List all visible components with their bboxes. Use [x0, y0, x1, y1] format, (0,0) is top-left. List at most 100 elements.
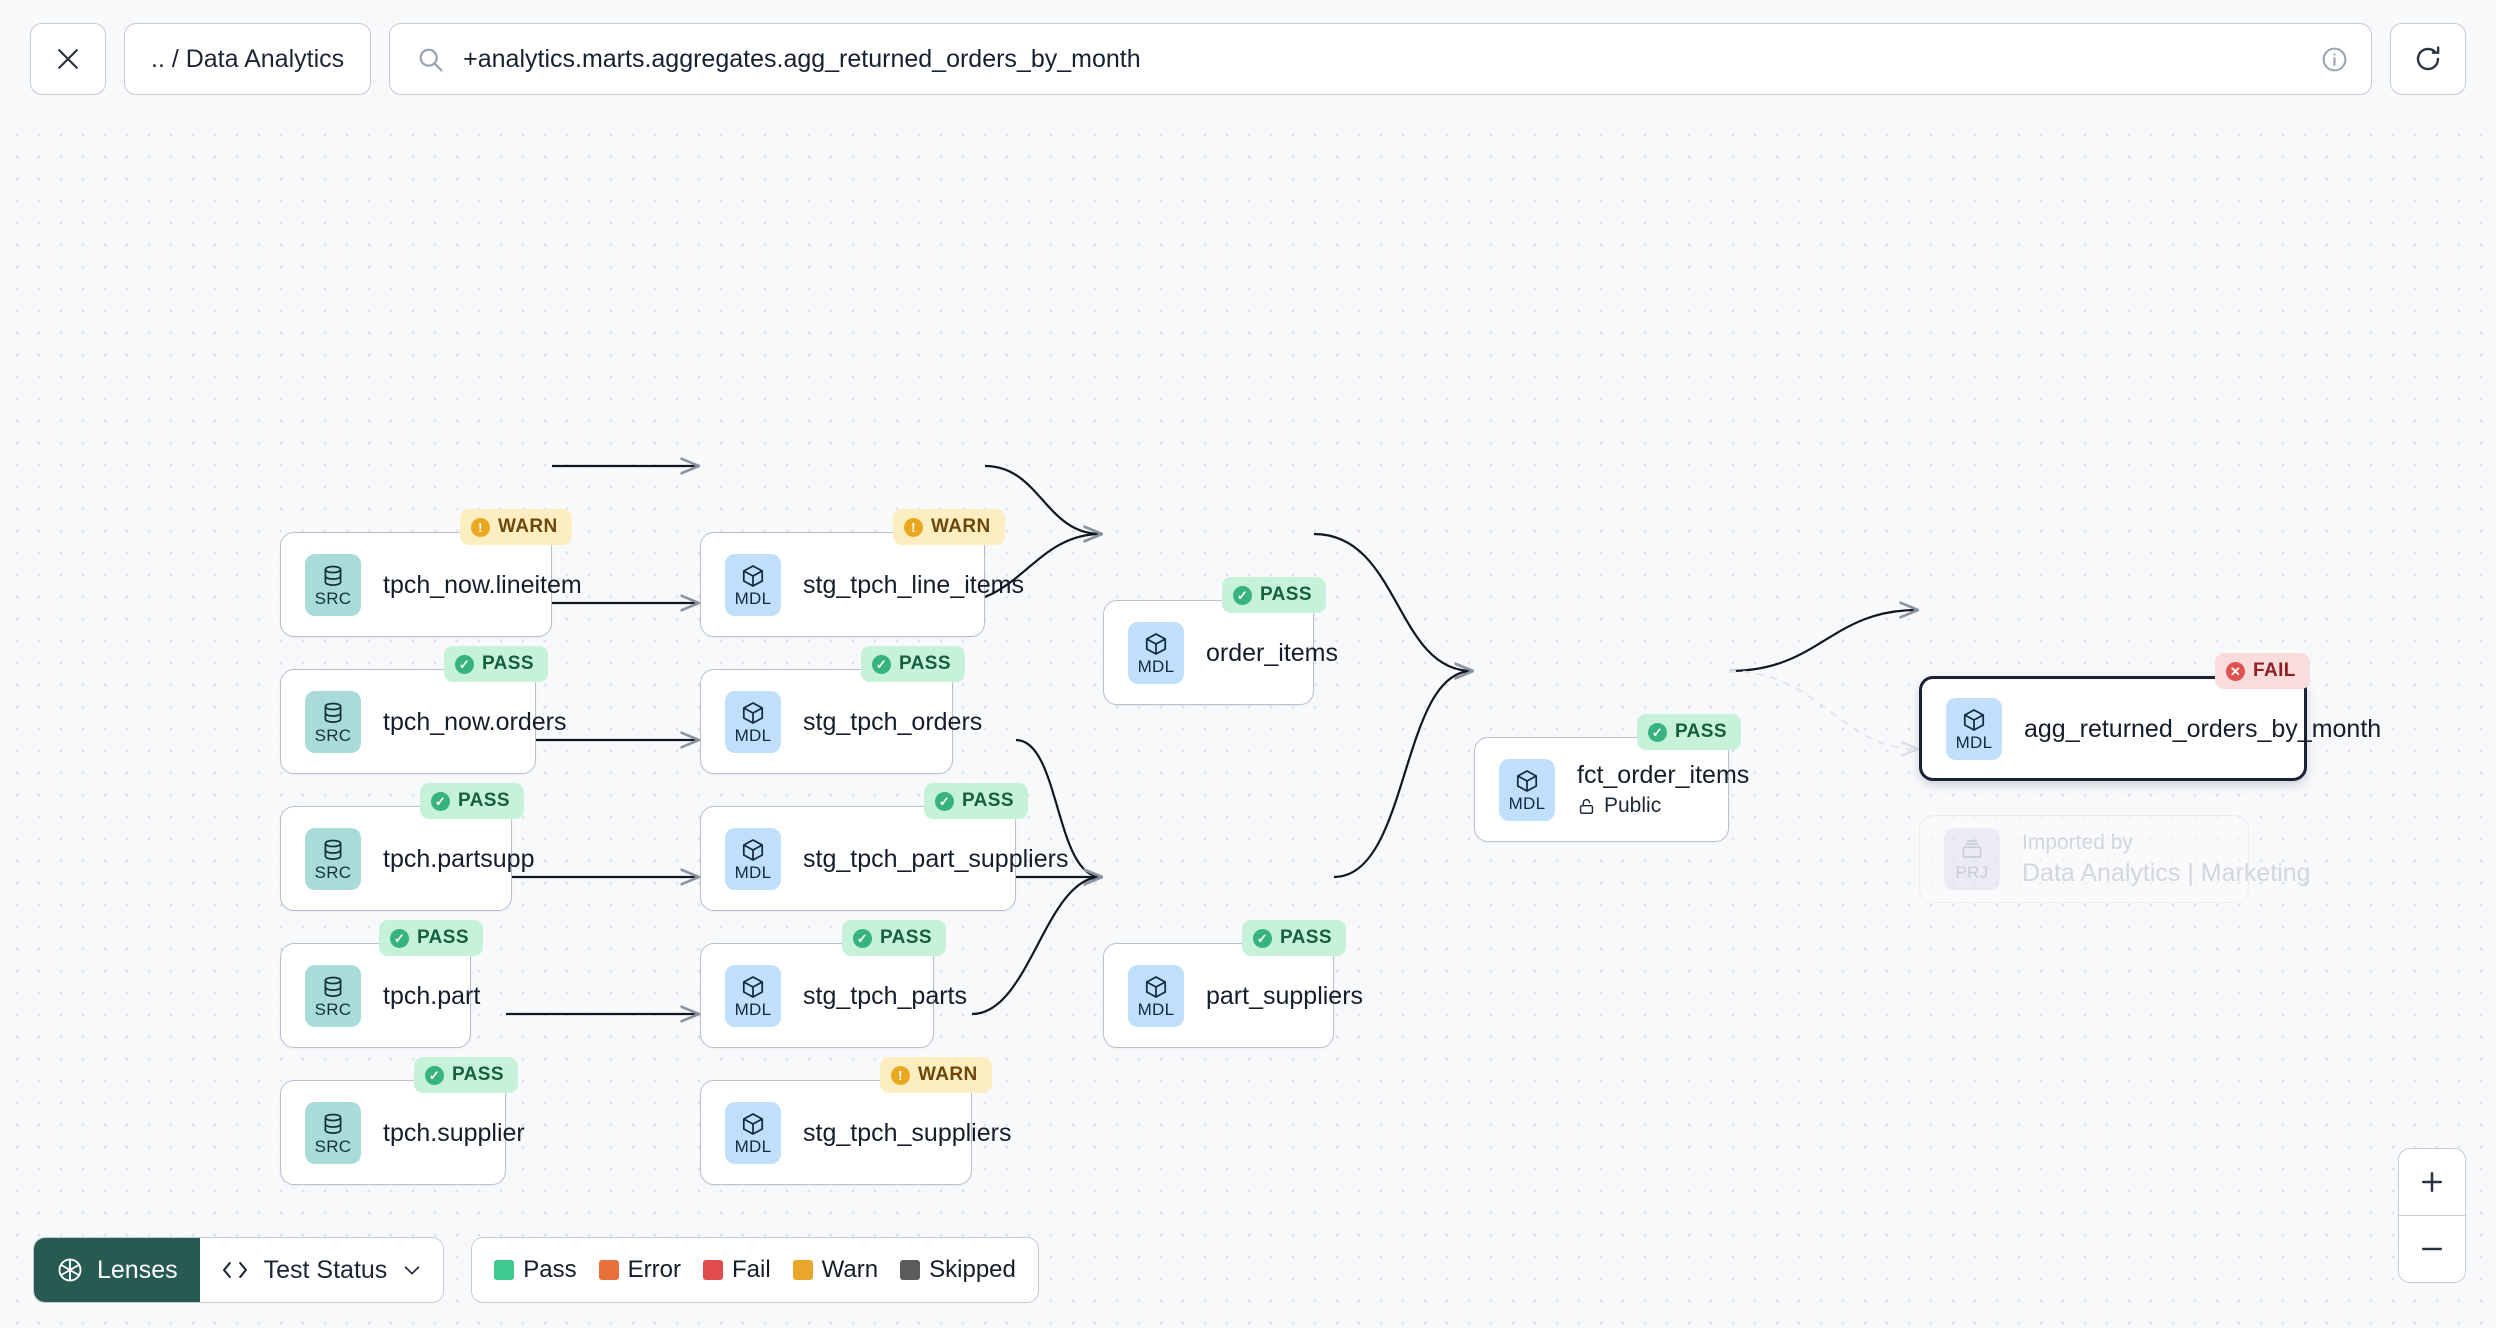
node-text-block: tpch.part — [383, 982, 480, 1010]
type-label: SRC — [314, 725, 352, 745]
breadcrumb[interactable]: .. / Data Analytics — [124, 23, 372, 95]
graph-node-tpch_now_orders[interactable]: SRC tpch_now.orders — [280, 669, 566, 774]
status-badge-pass: ✓PASS — [420, 783, 524, 819]
status-dot-icon: ! — [904, 517, 923, 537]
graph-node-stg_tpch_suppliers[interactable]: MDL stg_tpch_suppliers — [700, 1080, 1012, 1185]
node-title: stg_tpch_part_suppliers — [803, 844, 1069, 873]
legend-swatch-skipped — [900, 1260, 921, 1280]
status-badge-warn: !WARN — [460, 509, 572, 545]
search-bar[interactable]: +analytics.marts.aggregates.agg_returned… — [389, 23, 2372, 95]
mdl-icon — [740, 1111, 766, 1137]
lenses-button[interactable]: Lenses — [34, 1238, 200, 1302]
test-status-dropdown[interactable]: Test Status — [199, 1238, 444, 1302]
refresh-button[interactable] — [2390, 23, 2466, 95]
legend-item-skipped: Skipped — [900, 1256, 1016, 1284]
node-title: part_suppliers — [1206, 981, 1364, 1010]
node-text-block: tpch.partsupp — [383, 844, 535, 873]
node-text-block: stg_tpch_part_suppliers — [803, 844, 1069, 873]
src-icon — [320, 837, 346, 863]
mdl-type-badge: MDL — [725, 690, 781, 753]
lenses-label: Lenses — [97, 1255, 178, 1284]
graph-node-tpch_supplier[interactable]: SRC tpch.supplier — [280, 1080, 525, 1185]
node-title: stg_tpch_suppliers — [803, 1118, 1012, 1147]
graph-node-tpch_now_lineitem[interactable]: SRC tpch_now.lineitem — [280, 532, 582, 637]
status-label: PASS — [458, 790, 510, 811]
node-text-block: tpch.supplier — [383, 1119, 525, 1147]
src-type-badge: SRC — [305, 553, 361, 616]
refresh-icon — [2412, 43, 2444, 75]
info-icon[interactable] — [2320, 45, 2349, 74]
type-label: SRC — [314, 1136, 352, 1156]
zoom-out-button[interactable] — [2399, 1216, 2465, 1282]
type-label: SRC — [314, 862, 352, 882]
status-badge-pass: ✓PASS — [861, 646, 965, 682]
mdl-icon — [740, 563, 766, 589]
status-label: WARN — [931, 516, 991, 537]
close-icon — [53, 44, 83, 74]
status-dot-icon: ✓ — [1253, 928, 1272, 948]
status-badge-pass: ✓PASS — [379, 920, 483, 956]
status-badge-warn: !WARN — [880, 1057, 992, 1093]
status-dot-icon: ✓ — [853, 928, 872, 948]
legend-item-warn: Warn — [792, 1256, 879, 1284]
zoom-controls — [2398, 1147, 2466, 1283]
graph-node-stg_tpch_part_suppliers[interactable]: MDL stg_tpch_part_suppliers — [700, 806, 1069, 911]
status-badge-fail: ✕FAIL — [2215, 653, 2310, 689]
plus-icon — [2417, 1167, 2447, 1197]
search-icon — [416, 45, 445, 74]
mdl-icon — [1961, 707, 1987, 733]
edge-layer — [471, 118, 2496, 1328]
test-status-label: Test Status — [263, 1255, 388, 1284]
legend-label: Warn — [821, 1256, 879, 1283]
node-title: fct_order_items — [1577, 761, 1750, 790]
status-label: FAIL — [2253, 660, 2296, 681]
status-label: PASS — [1280, 927, 1332, 948]
mdl-type-badge: MDL — [1499, 758, 1555, 821]
breadcrumb-label: .. / Data Analytics — [151, 44, 345, 73]
status-dot-icon: ✓ — [1648, 722, 1667, 742]
src-icon — [320, 700, 346, 726]
lens-control-group: Lenses Test Status — [33, 1237, 445, 1303]
status-badge-pass: ✓PASS — [842, 920, 946, 956]
status-dot-icon: ✓ — [455, 654, 474, 674]
legend-label: Error — [627, 1256, 681, 1283]
zoom-divider — [2399, 1214, 2465, 1216]
legend-label: Fail — [732, 1256, 771, 1283]
mdl-icon — [1143, 974, 1169, 1000]
unlock-icon — [1577, 797, 1596, 816]
node-title: tpch_now.lineitem — [383, 570, 582, 599]
search-input[interactable]: +analytics.marts.aggregates.agg_returned… — [463, 44, 1141, 73]
status-badge-warn: ! WARN — [893, 509, 1005, 545]
legend-swatch-pass — [494, 1260, 515, 1280]
status-dot-icon: ! — [891, 1065, 910, 1085]
mdl-type-badge: MDL — [725, 964, 781, 1027]
type-label: SRC — [314, 588, 352, 608]
close-button[interactable] — [30, 23, 106, 95]
type-label: MDL — [1137, 999, 1175, 1019]
mdl-type-badge: MDL — [725, 1101, 781, 1164]
graph-node-part_suppliers[interactable]: MDL part_suppliers — [1103, 943, 1364, 1048]
graph-node-tpch_partsupp[interactable]: SRC tpch.partsupp — [280, 806, 535, 911]
lineage-canvas[interactable]: SRC tpch_now.lineitem! WARN SRC tpch_now.ord… — [0, 118, 2496, 1328]
zoom-in-button[interactable] — [2399, 1148, 2465, 1215]
node-text-block: stg_tpch_suppliers — [803, 1118, 1012, 1147]
node-title: tpch.partsupp — [383, 844, 535, 873]
type-label: MDL — [734, 725, 772, 745]
status-label: PASS — [962, 790, 1014, 811]
node-text-block: agg_returned_orders_by_month — [2024, 715, 2381, 743]
type-label: MDL — [734, 999, 772, 1019]
status-label: PASS — [1260, 584, 1312, 605]
status-label: PASS — [452, 1064, 504, 1085]
node-text-block: tpch_now.orders — [383, 708, 566, 736]
minus-icon — [2417, 1234, 2447, 1264]
mdl-type-badge: MDL — [725, 827, 781, 890]
